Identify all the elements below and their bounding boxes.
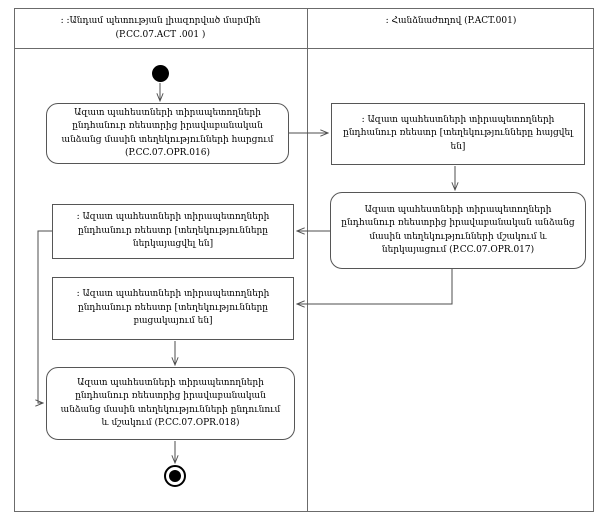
object-register-absent: : Ազատ պահեստների տիրապետողների ընդհանու… — [52, 277, 294, 340]
action-receive-and-process-info: Ազատ պահեստների տիրապետողների ընդհանուր … — [46, 367, 295, 440]
initial-node — [152, 65, 169, 82]
final-node — [164, 465, 186, 487]
swimlane-divider — [307, 8, 308, 512]
object-register-requested: : Ազատ պահեստների տիրապետողների ընդհանու… — [331, 103, 585, 165]
lane-title-right: : Հանձնաժողով (P.ACT.001) — [385, 16, 517, 26]
lane-title-left-line1: : :Անդամ պետության լիազորված մարմին — [60, 16, 261, 26]
final-node-core — [169, 470, 181, 482]
swimlane-header-row — [14, 8, 594, 49]
action-process-and-present-info: Ազատ պահեստների տիրապետողների ընդհանուր … — [330, 192, 586, 269]
action-request-info: Ազատ պահեստների տիրապետողների ընդհանուր … — [46, 103, 289, 164]
lane-header-member-state: : :Անդամ պետության լիազորված մարմին (P.C… — [14, 8, 307, 49]
lane-header-commission: : Հանձնաժողով (P.ACT.001) — [308, 8, 594, 49]
lane-title-left-line2: (P.CC.07.ACT .001 ) — [115, 30, 206, 40]
object-register-presented: : Ազատ պահեստների տիրապետողների ընդհանու… — [52, 204, 294, 259]
